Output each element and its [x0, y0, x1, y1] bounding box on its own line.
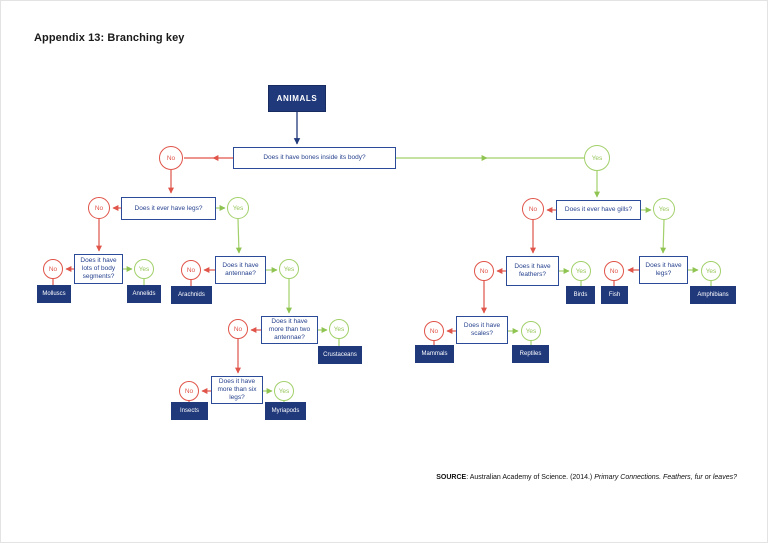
question-box-ever-legs: Does it ever have legs? — [121, 197, 216, 220]
result-box-molluscs: Molluscs — [37, 285, 71, 303]
yes-circle-six-legs: Yes — [274, 381, 294, 401]
page-title: Appendix 13: Branching key — [34, 32, 185, 44]
source-citation: SOURCE: Australian Academy of Science. (… — [436, 474, 737, 481]
result-box-insects: Insects — [171, 402, 208, 420]
yes-circle-ever-legs: Yes — [227, 197, 249, 219]
result-box-crustaceans: Crustaceans — [318, 346, 362, 364]
root-box-animals: ANIMALS — [268, 85, 326, 112]
result-box-fish: Fish — [601, 286, 628, 304]
no-circle-antennae: No — [181, 260, 201, 280]
result-box-birds: Birds — [566, 286, 595, 304]
question-box-antennae: Does it have antennae? — [215, 256, 266, 284]
yes-circle-gills: Yes — [653, 198, 675, 220]
source-italic-title: Primary Connections. Feathers, fur or le… — [594, 474, 737, 481]
result-box-myriapods: Myriapods — [265, 402, 306, 420]
yes-circle-body-segments: Yes — [134, 259, 154, 279]
yes-circle-feathers: Yes — [571, 261, 591, 281]
question-box-scales: Does it have scales? — [456, 316, 508, 344]
source-label: SOURCE — [436, 474, 467, 481]
no-circle-feathers: No — [474, 261, 494, 281]
yes-circle-scales: Yes — [521, 321, 541, 341]
question-box-feathers: Does it have feathers? — [506, 256, 559, 286]
no-circle-scales: No — [424, 321, 444, 341]
question-box-two-antennae: Does it have more than two antennae? — [261, 316, 318, 344]
result-box-reptiles: Reptiles — [512, 345, 549, 363]
yes-circle-legs: Yes — [701, 261, 721, 281]
yes-circle-antennae: Yes — [279, 259, 299, 279]
result-box-annelids: Annelids — [127, 285, 161, 303]
result-box-amphibians: Amphibians — [690, 286, 736, 304]
source-text: : Australian Academy of Science. (2014.) — [466, 474, 595, 481]
result-box-arachnids: Arachnids — [171, 286, 212, 304]
yes-circle-bones: Yes — [584, 145, 610, 171]
no-circle-ever-legs: No — [88, 197, 110, 219]
no-circle-bones: No — [159, 146, 183, 170]
question-box-legs: Does it have legs? — [639, 256, 688, 284]
no-circle-body-segments: No — [43, 259, 63, 279]
no-circle-six-legs: No — [179, 381, 199, 401]
yes-circle-two-antennae: Yes — [329, 319, 349, 339]
no-circle-gills: No — [522, 198, 544, 220]
question-box-six-legs: Does it have more than six legs? — [211, 376, 263, 404]
question-box-bones: Does it have bones inside its body? — [233, 147, 396, 169]
question-box-body-segments: Does it have lots of body segments? — [74, 254, 123, 284]
result-box-mammals: Mammals — [415, 345, 454, 363]
no-circle-two-antennae: No — [228, 319, 248, 339]
no-circle-legs: No — [604, 261, 624, 281]
question-box-gills: Does it ever have gills? — [556, 200, 641, 220]
